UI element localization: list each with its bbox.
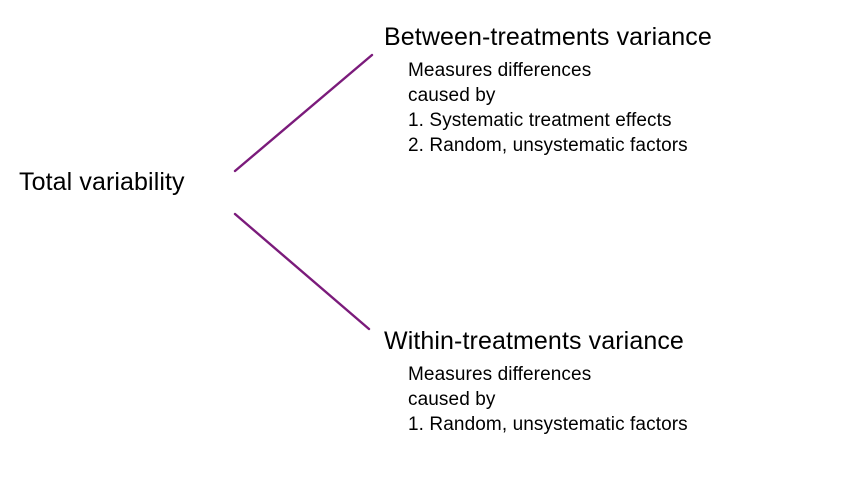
branch-within-treatments: Within-treatments variance Measures diff… [384, 326, 688, 437]
branch-heading-between-treatments: Between-treatments variance [384, 23, 712, 51]
detail-line: 1. Random, unsystematic factors [408, 414, 688, 435]
branch-details-between-treatments: Measures differences caused by 1. System… [408, 58, 712, 158]
detail-line: caused by [408, 85, 496, 106]
detail-line: 1. Systematic treatment effects [408, 110, 672, 131]
root-node-label: Total variability [19, 168, 185, 196]
detail-line: Measures differences [408, 364, 592, 385]
detail-line: caused by [408, 389, 496, 410]
branch-heading-within-treatments: Within-treatments variance [384, 327, 684, 355]
branch-between-treatments: Between-treatments variance Measures dif… [384, 22, 712, 158]
connector-upper-line [233, 53, 374, 173]
detail-line: Measures differences [408, 60, 592, 81]
connector-lower-line [233, 212, 371, 331]
detail-line: 2. Random, unsystematic factors [408, 135, 688, 156]
branch-details-within-treatments: Measures differences caused by 1. Random… [408, 362, 688, 437]
